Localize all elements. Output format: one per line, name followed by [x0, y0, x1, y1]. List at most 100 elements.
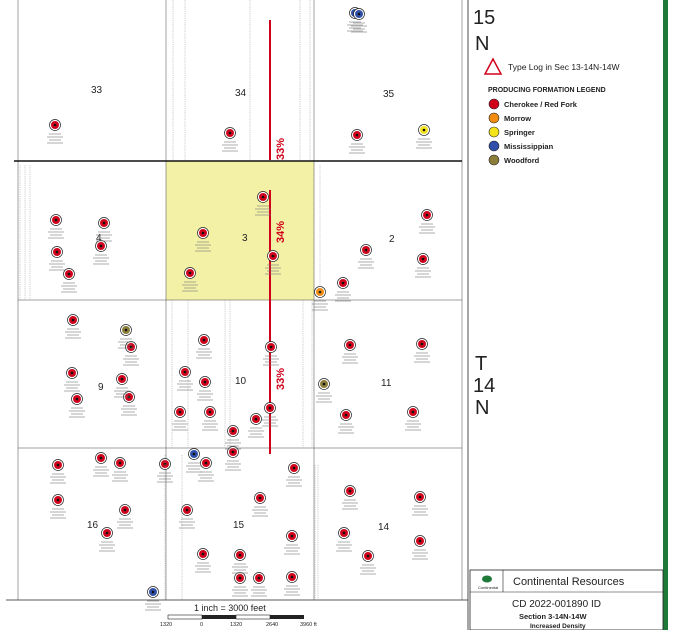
- well-symbol: [414, 535, 426, 547]
- scale-tick: 0: [200, 622, 203, 628]
- well-symbol: [50, 214, 62, 226]
- well-symbol: [288, 462, 300, 474]
- well-symbol: [351, 129, 363, 141]
- scale-tick: 1320: [160, 622, 172, 628]
- svg-text:Continental: Continental: [478, 585, 498, 590]
- well-symbol: [340, 409, 352, 421]
- legend-label: Springer: [504, 128, 535, 137]
- section-number: 10: [235, 376, 247, 387]
- township-south-dir: N: [475, 397, 489, 419]
- section-number: 3: [242, 233, 248, 244]
- well-symbol: [199, 376, 211, 388]
- well-symbol: [66, 367, 78, 379]
- type-log-triangle-icon: [483, 57, 503, 75]
- scale-text: 1 inch = 3000 feet: [194, 603, 266, 613]
- well-symbol: [197, 227, 209, 239]
- scale-bar: [167, 614, 304, 620]
- percent-label-south: 33%: [275, 368, 287, 390]
- legend-swatch: [488, 126, 500, 138]
- section-number: 33: [91, 85, 103, 96]
- well-symbol: [98, 217, 110, 229]
- well-symbol: [101, 527, 113, 539]
- section-number: 11: [381, 378, 392, 389]
- section-number: 35: [383, 89, 395, 100]
- well-symbol: [147, 586, 159, 598]
- section-number: 14: [378, 522, 390, 533]
- well-symbol: [234, 549, 246, 561]
- well-symbol: [224, 127, 236, 139]
- section-number: 15: [233, 520, 245, 531]
- well-symbol: [264, 402, 276, 414]
- well-symbol: [200, 457, 212, 469]
- percent-label-north: 33%: [275, 138, 287, 160]
- company-name: Continental Resources: [513, 576, 625, 588]
- legend-swatch: [488, 140, 500, 152]
- well-symbol: [198, 334, 210, 346]
- percent-label-section-3: 34%: [275, 221, 287, 243]
- well-symbol: [179, 366, 191, 378]
- well-symbol: [362, 550, 374, 562]
- well-symbol: [265, 341, 277, 353]
- well-symbol: [286, 571, 298, 583]
- section-3-highlight: [166, 161, 314, 300]
- well-symbol: [95, 240, 107, 252]
- well-symbol: [337, 277, 349, 289]
- township-south-prefix: T: [475, 353, 487, 375]
- producing-formation-legend: Cherokee / Red ForkMorrowSpringerMississ…: [488, 98, 578, 166]
- scale-tick: 1320: [230, 622, 242, 628]
- well-symbol: [197, 548, 209, 560]
- legend-swatch: [488, 112, 500, 124]
- well-symbol: [257, 191, 269, 203]
- legend-title: PRODUCING FORMATION LEGEND: [488, 87, 606, 94]
- well-symbol: [52, 494, 64, 506]
- well-symbol: [51, 246, 63, 258]
- township-north-number: 15: [473, 7, 495, 29]
- well-symbol: [184, 267, 196, 279]
- legend-label: Morrow: [504, 114, 531, 123]
- well-symbol: [204, 406, 216, 418]
- well-symbol: [314, 286, 326, 298]
- well-symbol: [52, 459, 64, 471]
- well-symbol: [63, 268, 75, 280]
- well-symbol: [71, 393, 83, 405]
- section-grid: [17, 0, 463, 600]
- well-annotations: [19, 0, 435, 611]
- well-symbol: [360, 244, 372, 256]
- well-symbol: [344, 339, 356, 351]
- section-designation: Section 3-14N-14W: [519, 612, 587, 621]
- well-symbol: [250, 413, 262, 425]
- well-symbol: [318, 378, 330, 390]
- legend-label: Woodford: [504, 156, 540, 165]
- well-symbol: [344, 485, 356, 497]
- township-north-dir: N: [475, 33, 489, 55]
- well-symbol: [174, 406, 186, 418]
- well-symbol: [414, 491, 426, 503]
- scale-tick: 2640: [266, 622, 278, 628]
- well-symbol: [125, 341, 137, 353]
- cd-number: CD 2022-001890 ID: [512, 599, 601, 610]
- scale-tick: 3960 ft: [300, 622, 317, 628]
- well-symbol: [67, 314, 79, 326]
- well-symbol: [116, 373, 128, 385]
- well-symbol: [95, 452, 107, 464]
- well-symbols: [49, 7, 433, 598]
- frame-border: [663, 0, 668, 630]
- well-symbol: [114, 457, 126, 469]
- legend-swatch: [488, 98, 500, 110]
- section-number: 16: [87, 520, 99, 531]
- well-symbol: [418, 124, 430, 136]
- well-symbol: [188, 448, 200, 460]
- continental-logo: Continental: [478, 575, 498, 590]
- well-symbol: [181, 504, 193, 516]
- well-symbol: [407, 406, 419, 418]
- well-symbol: [417, 253, 429, 265]
- well-symbol: [227, 425, 239, 437]
- well-symbol: [353, 8, 365, 20]
- well-symbol: [253, 572, 265, 584]
- title-block: [469, 569, 664, 630]
- section-number: 4: [96, 233, 102, 244]
- legend-label: Mississippian: [504, 142, 554, 151]
- type-log-label: Type Log in Sec 13-14N-14W: [508, 62, 620, 72]
- well-symbol: [416, 338, 428, 350]
